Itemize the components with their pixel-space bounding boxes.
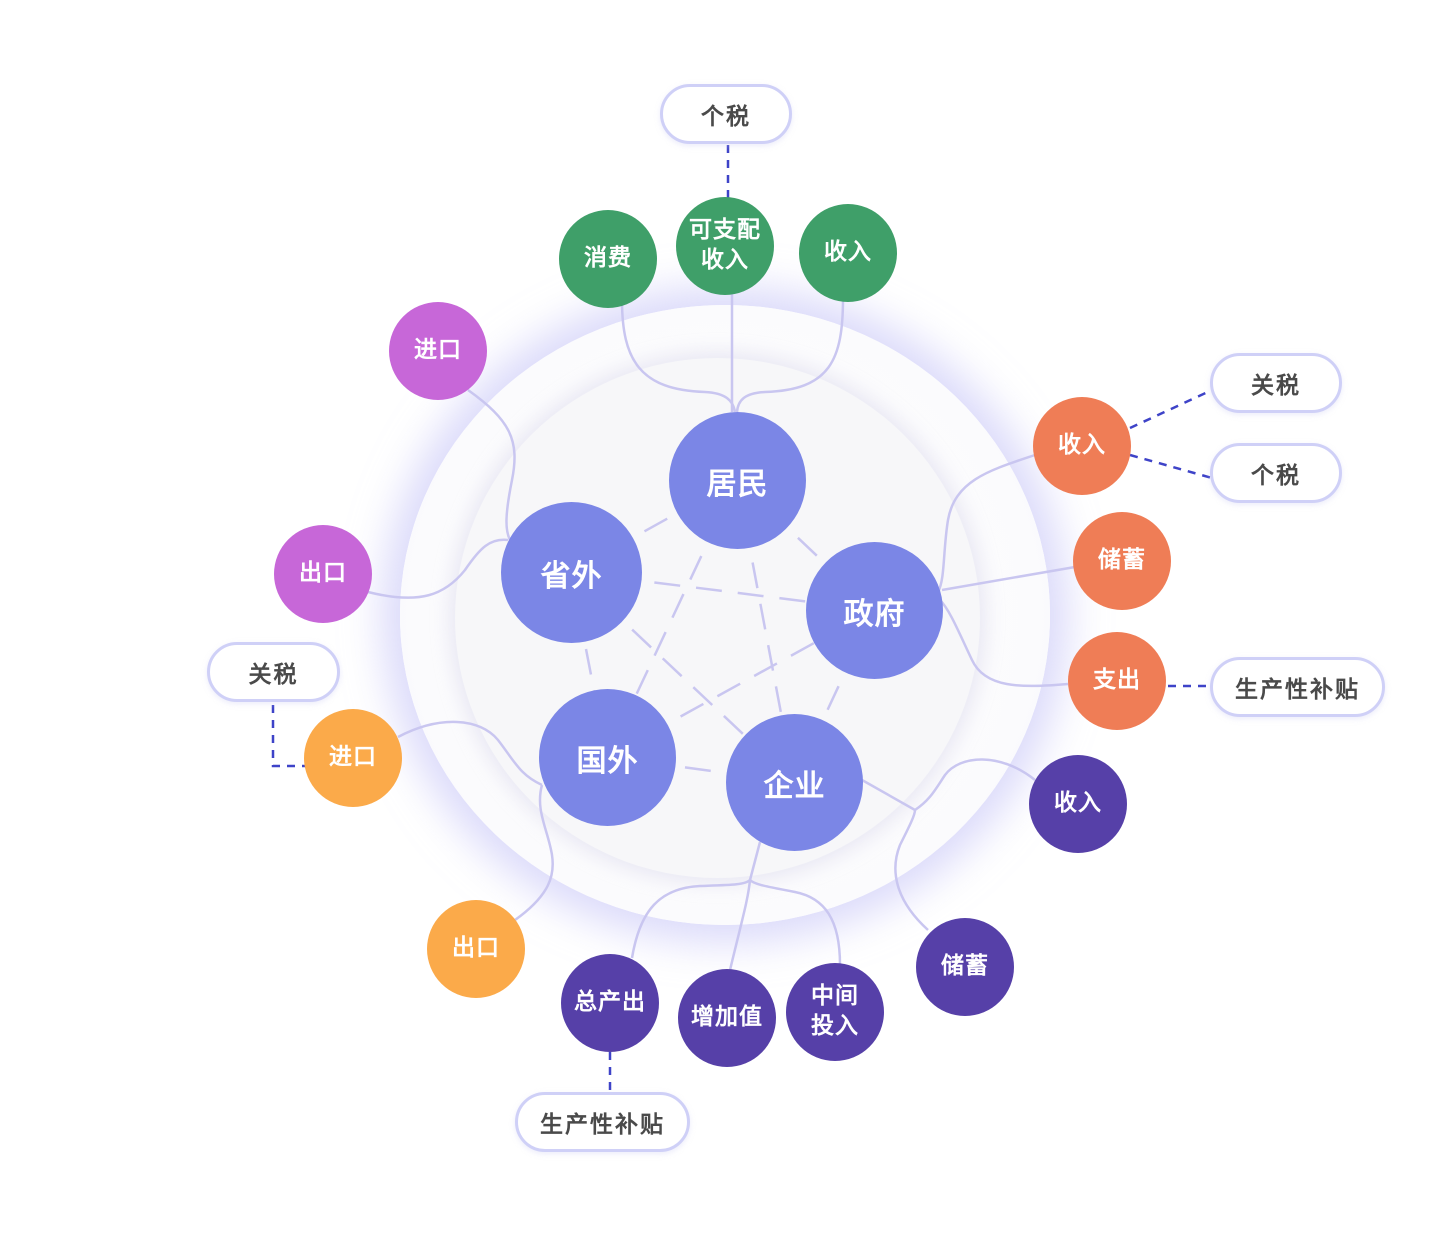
leaf-ent-income[interactable]: 收入 xyxy=(1029,755,1127,853)
core-label: 企业 xyxy=(763,768,826,804)
link-gov-income xyxy=(936,453,1036,593)
leaf-resident-income[interactable]: 收入 xyxy=(799,204,897,302)
core-government[interactable]: 政府 xyxy=(806,542,943,679)
leaf-gov-income[interactable]: 收入 xyxy=(1033,397,1131,495)
core-ring-outside-resident xyxy=(570,478,738,574)
core-label: 省外 xyxy=(540,558,603,594)
core-ring-foreign-outside xyxy=(569,571,609,758)
link-gov-expenditure xyxy=(939,599,1069,688)
core-foreign[interactable]: 国外 xyxy=(539,689,676,826)
link-consumption xyxy=(620,299,737,413)
leaf-label: 储蓄 xyxy=(941,953,989,980)
leaf-ent-intermediate-input[interactable]: 中间 投入 xyxy=(786,963,884,1061)
link-ent-intermediate xyxy=(749,879,842,966)
pill-label: 生产性补贴 xyxy=(540,1112,665,1138)
leaf-label: 收入 xyxy=(824,239,872,266)
leaf-label: 出口 xyxy=(452,935,500,962)
link-ent-value-added xyxy=(728,879,752,971)
leaf-label: 收入 xyxy=(1054,790,1102,817)
core-resident[interactable]: 居民 xyxy=(669,412,806,549)
pill-label: 关税 xyxy=(248,662,299,688)
link-ent-saving xyxy=(861,778,929,931)
leaf-ent-total-output[interactable]: 总产出 xyxy=(561,954,659,1052)
leaf-label: 出口 xyxy=(299,560,347,587)
leaf-links xyxy=(367,290,1076,971)
leaf-label: 进口 xyxy=(329,744,377,771)
leaf-ent-saving[interactable]: 储蓄 xyxy=(916,918,1014,1016)
link-resident-income xyxy=(735,297,845,413)
core-ring-resident-gov xyxy=(736,479,875,611)
pill-ent-subsidy: 生产性补贴 xyxy=(515,1092,690,1152)
link-ent-trunk xyxy=(748,841,762,881)
pill-foreign-tariff: 关税 xyxy=(207,642,340,702)
pill-label: 个税 xyxy=(1251,463,1301,489)
leaf-foreign-export[interactable]: 出口 xyxy=(427,900,525,998)
pill-links xyxy=(271,145,1213,1092)
leaf-label: 消费 xyxy=(584,245,632,272)
link-foreign-import xyxy=(397,720,543,787)
leaf-label: 储蓄 xyxy=(1098,547,1146,574)
core-ring-ent-foreign xyxy=(606,755,795,784)
leaf-ent-value-added[interactable]: 增加值 xyxy=(678,969,776,1067)
leaf-label: 中间 投入 xyxy=(811,983,859,1039)
core-ring-gov-ent xyxy=(792,609,876,783)
pill-gov-subsidy: 生产性补贴 xyxy=(1210,657,1385,717)
pill-label: 生产性补贴 xyxy=(1235,677,1360,703)
leaf-disposable-income[interactable]: 可支配 收入 xyxy=(676,197,774,295)
leaf-consumption[interactable]: 消费 xyxy=(559,210,657,308)
dash-gov-personal-tax xyxy=(1129,453,1213,480)
core-label: 政府 xyxy=(843,596,906,632)
link-outside-import xyxy=(467,388,516,541)
link-ent-income xyxy=(914,758,1036,812)
leaf-label: 增加值 xyxy=(691,1004,763,1031)
pill-gov-tariff: 关税 xyxy=(1210,353,1342,413)
leaf-label: 可支配 收入 xyxy=(689,217,761,273)
pill-gov-personal-tax: 个税 xyxy=(1210,443,1342,503)
leaf-label: 进口 xyxy=(414,337,462,364)
dash-foreign-tariff xyxy=(271,705,306,768)
link-ent-total-output xyxy=(630,878,751,959)
link-foreign-export xyxy=(514,784,554,922)
core-label: 国外 xyxy=(576,743,639,779)
core-enterprise[interactable]: 企业 xyxy=(726,714,863,851)
core-label: 居民 xyxy=(706,466,769,502)
leaf-label: 总产出 xyxy=(574,989,646,1016)
link-gov-saving xyxy=(941,565,1076,592)
leaf-gov-expenditure[interactable]: 支出 xyxy=(1068,632,1166,730)
link-outside-export xyxy=(367,538,509,599)
pill-label: 个税 xyxy=(701,104,751,130)
core-outside-province[interactable]: 省外 xyxy=(501,502,642,643)
dash-gov-tariff xyxy=(1129,388,1213,430)
leaf-outside-export[interactable]: 出口 xyxy=(274,525,372,623)
leaf-outside-import[interactable]: 进口 xyxy=(389,302,487,400)
leaf-foreign-import[interactable]: 进口 xyxy=(304,709,402,807)
pill-label: 关税 xyxy=(1251,373,1301,399)
leaf-label: 收入 xyxy=(1058,432,1106,459)
leaf-label: 支出 xyxy=(1093,667,1141,694)
leaf-gov-saving[interactable]: 储蓄 xyxy=(1073,512,1171,610)
pill-personal-tax-top: 个税 xyxy=(660,84,792,144)
